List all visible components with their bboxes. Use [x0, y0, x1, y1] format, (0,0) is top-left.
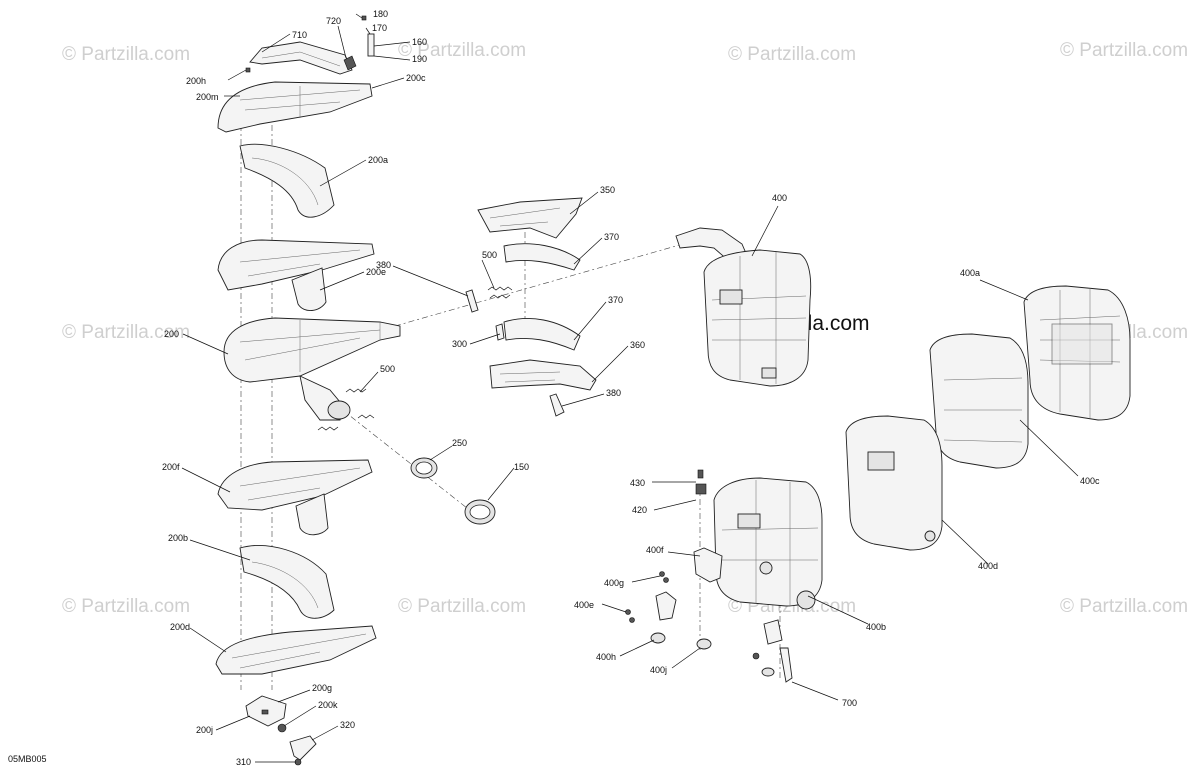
top-bracket-710: [249, 41, 353, 75]
heat-shield-200e: [217, 239, 375, 311]
callout-400h: 400h: [596, 652, 616, 662]
watermark: © Partzilla.com: [398, 596, 526, 617]
callout-400f: 400f: [646, 545, 664, 555]
pipe-360: [489, 359, 597, 391]
callout-160: 160: [412, 37, 427, 47]
callout-500-left: 500: [380, 364, 395, 374]
watermark: © Partzilla.com: [398, 40, 526, 61]
ring-150: [464, 499, 496, 525]
callout-350: 350: [600, 185, 615, 195]
springs-500: [317, 286, 513, 431]
small-hardware-top: [245, 15, 375, 73]
muffler-400: [675, 227, 812, 387]
diagram-code: 05MB005: [8, 754, 47, 764]
callout-400c: 400c: [1080, 476, 1100, 486]
leader-lines: [181, 13, 1079, 763]
callout-250: 250: [452, 438, 467, 448]
callout-400d: 400d: [978, 561, 998, 571]
callout-190: 190: [412, 54, 427, 64]
pipe-370-upper: [503, 243, 581, 271]
callout-200c: 200c: [406, 73, 426, 83]
callout-200g: 200g: [312, 683, 332, 693]
callout-labels: 710 720 180 170 160 190 200h 200m 200c 2…: [162, 9, 1100, 767]
clamps-380-300: [465, 289, 565, 417]
callout-200d: 200d: [170, 622, 190, 632]
callout-150: 150: [514, 462, 529, 472]
callout-320: 320: [340, 720, 355, 730]
ring-250: [410, 457, 438, 479]
heat-shield-200a: [239, 143, 335, 218]
callout-200a: 200a: [368, 155, 388, 165]
pipe-350: [477, 197, 583, 239]
hardware-200k-310-320: [277, 723, 317, 766]
muffler-body-200: [223, 317, 401, 421]
callout-300: 300: [452, 339, 467, 349]
callout-200k: 200k: [318, 700, 338, 710]
callout-720: 720: [326, 16, 341, 26]
heat-shield-200c: [217, 81, 373, 133]
callout-370-lower: 370: [608, 295, 623, 305]
watermark: © Partzilla.com: [62, 44, 190, 65]
callout-200h: 200h: [186, 76, 206, 86]
callout-430: 430: [630, 478, 645, 488]
callout-200f: 200f: [162, 462, 180, 472]
callout-200: 200: [164, 329, 179, 339]
pipe-370-lower: [503, 318, 581, 351]
callout-200e: 200e: [366, 267, 386, 277]
callout-420: 420: [632, 505, 647, 515]
callout-400: 400: [772, 193, 787, 203]
callout-360: 360: [630, 340, 645, 350]
bracket-200g: [245, 695, 287, 727]
callout-170: 170: [372, 23, 387, 33]
callout-380-lower: 380: [606, 388, 621, 398]
callout-500-right: 500: [482, 250, 497, 260]
callout-400a: 400a: [960, 268, 980, 278]
brackets-400e-400f-400g: [625, 469, 793, 683]
callout-180: 180: [373, 9, 388, 19]
cover-400a: [1023, 285, 1131, 421]
heat-shield-200b: [239, 545, 335, 619]
watermark: © Partzilla.com: [728, 44, 856, 65]
muffler-400-lower: [713, 477, 823, 610]
callout-370-upper: 370: [604, 232, 619, 242]
callout-710: 710: [292, 30, 307, 40]
callout-310: 310: [236, 757, 251, 767]
watermark: © Partzilla.com: [62, 596, 190, 617]
callout-380-upper: 380: [376, 260, 391, 270]
watermark: © Partzilla.com: [1060, 596, 1188, 617]
callout-400b: 400b: [866, 622, 886, 632]
heat-shield-200d: [215, 625, 377, 675]
callout-200m: 200m: [196, 92, 219, 102]
callout-700: 700: [842, 698, 857, 708]
callout-200b: 200b: [168, 533, 188, 543]
watermark: © Partzilla.com: [1060, 40, 1188, 61]
heat-shield-200f: [217, 459, 373, 536]
callout-200j: 200j: [196, 725, 213, 735]
callout-400j: 400j: [650, 665, 667, 675]
watermark: © Partzilla.com: [62, 322, 190, 343]
cover-400d: [845, 415, 943, 551]
cover-400c: [929, 333, 1029, 469]
callout-400e: 400e: [574, 600, 594, 610]
callout-400g: 400g: [604, 578, 624, 588]
